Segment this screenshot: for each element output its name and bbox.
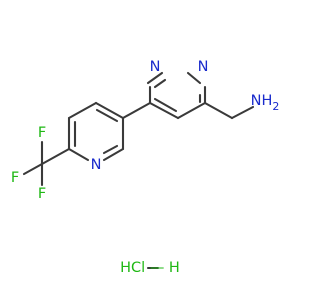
bond bbox=[95, 108, 119, 123]
bond bbox=[176, 101, 207, 120]
bond bbox=[102, 144, 119, 155]
bond bbox=[153, 97, 178, 113]
bond bbox=[186, 71, 202, 85]
atom-labels: N N N NH2 F F F HCl — H bbox=[11, 59, 280, 276]
amine-label: NH2 bbox=[251, 93, 280, 113]
bond bbox=[153, 78, 167, 89]
nitrogen-label-pyrimidine-top: N bbox=[150, 59, 161, 75]
bond bbox=[40, 147, 71, 166]
bond bbox=[203, 101, 234, 120]
bonds bbox=[22, 71, 255, 270]
bond bbox=[67, 101, 98, 120]
bond bbox=[94, 101, 125, 120]
fluorine-label-left: F bbox=[11, 170, 19, 186]
bond bbox=[121, 101, 152, 120]
molecule-canvas: N N N NH2 F F F HCl — H bbox=[11, 59, 280, 276]
bond bbox=[230, 105, 255, 120]
bond bbox=[102, 147, 125, 162]
hcl-label: HCl — H bbox=[120, 260, 180, 276]
bond bbox=[22, 162, 44, 176]
nitrogen-label-pyrimidine-right: N bbox=[198, 59, 209, 75]
fluorine-label-bottom: F bbox=[38, 186, 46, 202]
bond bbox=[67, 147, 90, 162]
structure-diagram: N N N NH2 F F F HCl — H bbox=[11, 59, 280, 276]
fluorine-label-top: F bbox=[38, 125, 46, 141]
nitrogen-label-pyridine: N bbox=[91, 157, 102, 173]
bond bbox=[146, 71, 164, 85]
bond bbox=[148, 101, 180, 120]
